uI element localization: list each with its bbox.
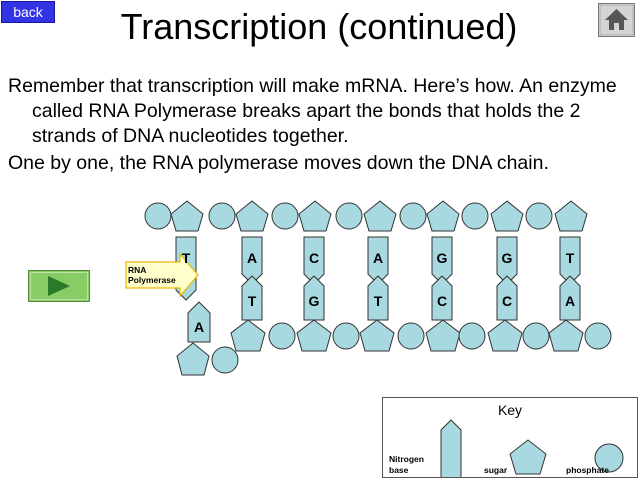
sugar-pentagon: [230, 319, 266, 352]
base-letter-top-7: T: [566, 250, 575, 266]
phosphate-circle: [208, 202, 236, 230]
base-letter-top-6: G: [502, 250, 513, 266]
nitrogen-base-top: [303, 236, 325, 285]
phosphate-circle: [584, 322, 612, 350]
body-paragraph-1: Remember that transcription will make mR…: [8, 75, 617, 147]
base-letter-top-4: A: [373, 250, 383, 266]
phosphate-circle: [271, 202, 299, 230]
sugar-pentagon: [425, 319, 461, 352]
back-button[interactable]: back: [1, 1, 55, 23]
sugar-pentagon: [490, 200, 524, 232]
key-label-nitrogen-line2: base: [389, 465, 409, 475]
page-title: Transcription (continued): [120, 6, 518, 47]
sugar-pentagon: [548, 319, 584, 352]
home-button[interactable]: [598, 3, 635, 37]
nitrogen-base-top: [559, 236, 581, 285]
rna-polymerase-arrow: [125, 252, 199, 298]
sugar-pentagon: [176, 342, 210, 376]
key-shapes: [440, 419, 624, 477]
sugar-pentagon: [235, 200, 269, 232]
phosphate-circle: [144, 202, 172, 230]
nitrogen-base-top: [367, 236, 389, 285]
rna-polymerase-label: RNA: [128, 265, 146, 275]
key-phosphate-shape: [594, 443, 624, 473]
phosphate-circle: [525, 202, 553, 230]
sugar-pentagon: [426, 200, 460, 232]
key-label-nitrogen: Nitrogen base: [389, 454, 424, 476]
free-nitrogen-base: [187, 301, 211, 343]
nitrogen-base-bottom: [303, 275, 325, 321]
nitrogen-base-bottom: [559, 275, 581, 321]
phosphate-circle: [461, 202, 489, 230]
nitrogen-base-bottom: [241, 275, 263, 321]
sugar-pentagon: [298, 200, 332, 232]
home-icon: [598, 3, 635, 37]
key-label-nitrogen-line1: Nitrogen: [389, 454, 424, 464]
key-label-sugar: sugar: [484, 465, 508, 475]
nitrogen-base-top: [496, 236, 518, 285]
sugar-pentagon: [359, 319, 395, 352]
base-letter-top-1: T: [182, 250, 191, 266]
base-letter-bottom-5: C: [502, 293, 512, 309]
rna-polymerase-label: Polymerase: [128, 275, 176, 285]
play-button[interactable]: [28, 270, 90, 302]
phosphate-circle: [458, 322, 486, 350]
base-letter-top-3: C: [309, 250, 319, 266]
base-letter-top-5: G: [437, 250, 448, 266]
body-paragraph-2: One by one, the RNA polymerase moves dow…: [8, 152, 549, 174]
sugar-pentagon: [296, 319, 332, 352]
phosphate-circle: [399, 202, 427, 230]
key-legend: Key Nitrogen base sugar phosphate: [382, 397, 638, 478]
phosphate-circle: [211, 346, 239, 374]
key-title: Key: [497, 402, 523, 418]
base-letter-bottom-1: T: [248, 293, 257, 309]
free-base-letter: A: [194, 319, 204, 335]
key-sugar-shape: [509, 439, 547, 475]
nitrogen-base-top: [175, 236, 197, 301]
base-letter-bottom-3: T: [374, 293, 383, 309]
base-letter-top-2: A: [247, 250, 257, 266]
play-icon: [28, 270, 90, 302]
nitrogen-base-bottom: [496, 275, 518, 321]
sugar-pentagon: [363, 200, 397, 232]
base-letter-bottom-4: C: [437, 293, 447, 309]
phosphate-circle: [522, 322, 550, 350]
key-nitrogen-base-shape: [440, 419, 462, 477]
phosphate-circle: [332, 322, 360, 350]
base-letter-bottom-2: G: [309, 293, 320, 309]
sugar-pentagon: [170, 200, 204, 232]
nitrogen-base-top: [431, 236, 453, 285]
base-letter-bottom-6: A: [565, 293, 575, 309]
nitrogen-base-bottom: [431, 275, 453, 321]
phosphate-circle: [397, 322, 425, 350]
key-label-phosphate: phosphate: [566, 465, 609, 475]
phosphate-circle: [268, 322, 296, 350]
sugar-pentagon: [487, 319, 523, 352]
phosphate-circle: [335, 202, 363, 230]
nitrogen-base-bottom: [367, 275, 389, 321]
nitrogen-base-top: [241, 236, 263, 285]
sugar-pentagon: [554, 200, 588, 232]
body-text: Remember that transcription will make mR…: [8, 74, 633, 178]
